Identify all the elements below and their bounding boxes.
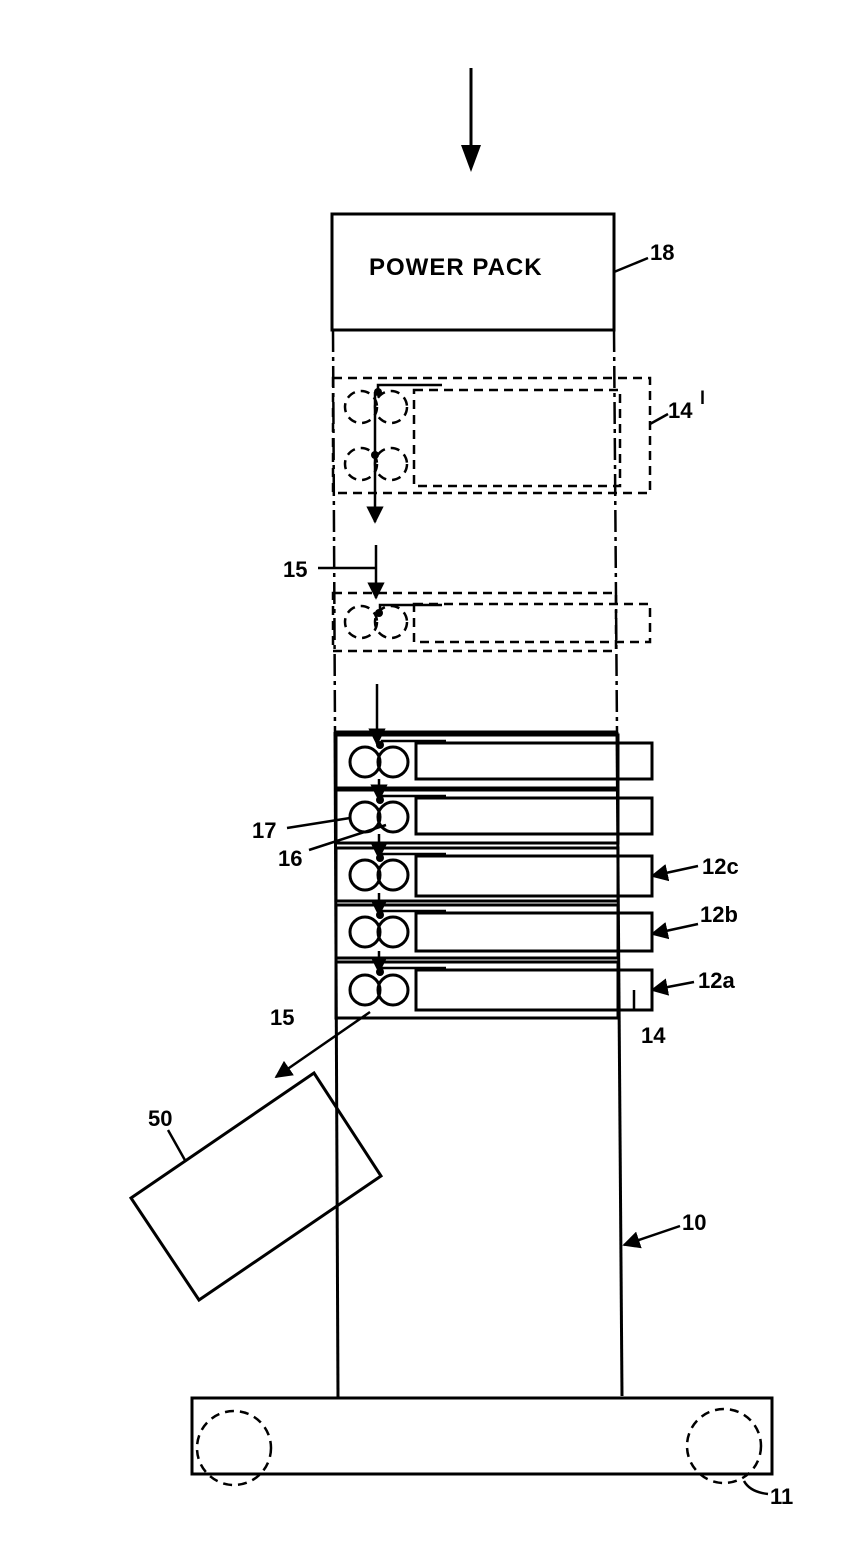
ref-17: 17 bbox=[252, 818, 276, 843]
stack-module-12b bbox=[336, 893, 652, 958]
phantom-module-middle: 15 bbox=[283, 545, 650, 651]
rack-base: 11 bbox=[192, 1398, 793, 1509]
ref-14-prime: 14 bbox=[668, 398, 693, 423]
ref-16: 16 bbox=[278, 846, 302, 871]
module-stack bbox=[336, 732, 652, 1018]
ref-14-prime-mark: l bbox=[700, 388, 705, 408]
ref-11: 11 bbox=[770, 1484, 793, 1509]
ref-50: 50 bbox=[148, 1106, 172, 1131]
ref-15-upper: 15 bbox=[283, 557, 307, 582]
ref-15-lower: 15 bbox=[270, 1005, 294, 1030]
insertion-arrow bbox=[461, 68, 481, 172]
ref-12b: 12b bbox=[700, 902, 738, 927]
stack-labels: 17 16 12c 12b 12a 14 bbox=[252, 818, 739, 1048]
power-pack-label: POWER PACK bbox=[369, 254, 543, 281]
stack-module-1 bbox=[336, 735, 652, 788]
right-wheel bbox=[687, 1409, 761, 1483]
ref-18: 18 bbox=[650, 240, 674, 265]
ref-12a: 12a bbox=[698, 968, 735, 993]
phantom-module-upper: 14 l bbox=[333, 378, 705, 522]
stack-module-12a bbox=[336, 951, 652, 1018]
ref-10: 10 bbox=[682, 1210, 706, 1235]
ref-12c: 12c bbox=[702, 854, 739, 879]
power-pack: POWER PACK 18 bbox=[332, 214, 674, 330]
stack-module-2 bbox=[336, 779, 652, 843]
ref-14: 14 bbox=[641, 1023, 666, 1048]
unit-50: 50 bbox=[131, 1073, 381, 1300]
output-arrow: 15 bbox=[270, 1005, 370, 1077]
